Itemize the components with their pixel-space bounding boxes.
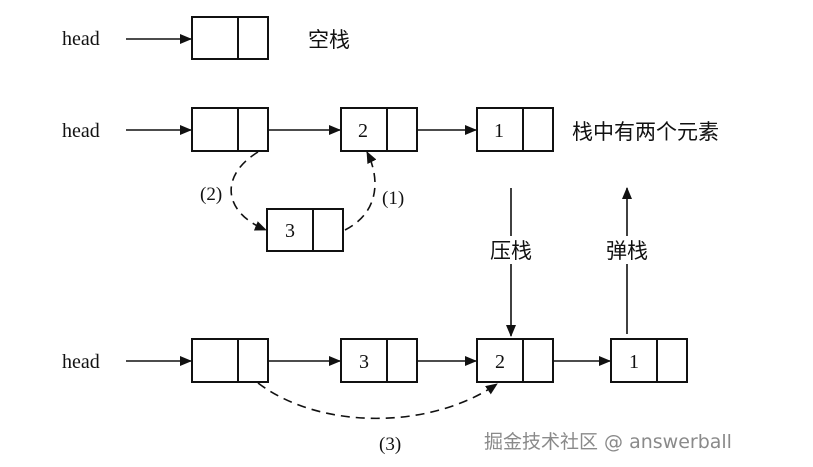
node-1-row3: 1 xyxy=(610,338,688,383)
head-label-1: head xyxy=(62,28,100,50)
caption-empty-stack: 空栈 xyxy=(308,28,350,52)
push-operation: 压栈 xyxy=(486,188,538,337)
step-1-dashed-arrow xyxy=(344,151,377,231)
node-2: 2 xyxy=(340,107,418,152)
step-2-dashed-arrow xyxy=(230,151,267,231)
pop-operation: 弹栈 xyxy=(601,187,653,334)
node-head-2 xyxy=(191,107,269,152)
head-label-3: head xyxy=(62,351,100,373)
row-two-elements: head 2 1 栈中有两个元素 3 (2) (1) xyxy=(62,107,719,252)
step-3-label: (3) xyxy=(379,434,401,455)
watermark: 掘金技术社区 @ answerball xyxy=(484,431,732,453)
node-value: 1 xyxy=(629,351,639,373)
step-3-dashed-arrow xyxy=(257,382,498,420)
node-head-3 xyxy=(191,338,269,383)
push-label: 压栈 xyxy=(490,239,532,263)
node-value: 3 xyxy=(285,220,295,242)
step-1-label: (1) xyxy=(382,188,404,209)
caption-two-elements: 栈中有两个元素 xyxy=(572,120,719,144)
node-value: 2 xyxy=(495,351,505,373)
step-2-label: (2) xyxy=(200,184,222,205)
node-value: 1 xyxy=(494,120,504,142)
node-value: 3 xyxy=(359,351,369,373)
node-1: 1 xyxy=(476,107,554,152)
empty-node xyxy=(191,16,269,60)
node-3: 3 xyxy=(340,338,418,383)
pop-label: 弹栈 xyxy=(606,239,648,263)
head-label-2: head xyxy=(62,120,100,142)
node-2-row3: 2 xyxy=(476,338,554,383)
row-after-push: head 3 2 1 (3) xyxy=(62,338,688,455)
new-node-3: 3 xyxy=(266,208,344,252)
node-value: 2 xyxy=(358,120,368,142)
row-empty-stack: head 空栈 xyxy=(62,16,350,60)
